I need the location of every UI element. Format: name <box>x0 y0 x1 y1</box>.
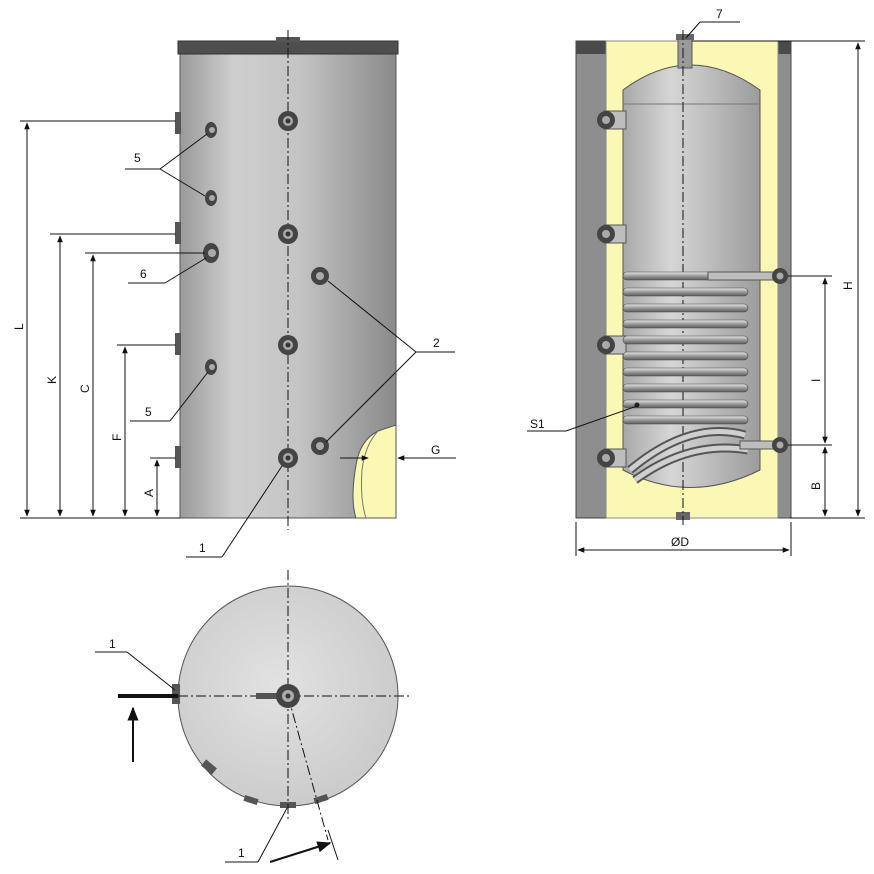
sensor-port <box>205 190 217 206</box>
dim-L: L <box>12 323 26 330</box>
pipe-connection <box>278 335 298 355</box>
heat-exchanger-coil <box>622 268 788 484</box>
front-view: 5 6 5 2 1 L K C F A G <box>12 30 456 558</box>
dim-K: K <box>45 376 59 384</box>
pipe-connection <box>278 111 298 131</box>
coil-connection <box>311 437 329 455</box>
callout-6: 6 <box>140 267 147 281</box>
dim-A: A <box>142 489 156 497</box>
coil-connection <box>311 267 329 285</box>
section-connection <box>597 224 627 244</box>
section-connection <box>597 448 627 468</box>
callout-1-top-b: 1 <box>238 846 245 860</box>
dim-D: ØD <box>671 535 689 549</box>
callout-2: 2 <box>433 336 440 350</box>
section-connection <box>597 335 627 355</box>
cutaway-section <box>352 424 397 519</box>
sensor-port <box>205 359 217 375</box>
callout-S1: S1 <box>530 417 545 431</box>
top-view: 1 1 <box>95 570 412 863</box>
pipe-connection <box>278 448 298 468</box>
dim-G: G <box>431 443 440 457</box>
dim-I: I <box>809 379 823 382</box>
dim-B: B <box>809 482 823 490</box>
port-6 <box>203 243 219 263</box>
sensor-port <box>205 122 217 138</box>
callout-1-top-a: 1 <box>109 637 116 651</box>
pipe-connection <box>278 224 298 244</box>
callout-5a: 5 <box>134 151 141 165</box>
dim-C: C <box>78 384 92 393</box>
callout-7: 7 <box>716 7 723 21</box>
section-view: 7 S1 H I B ØD <box>527 7 865 556</box>
callout-5b: 5 <box>145 405 152 419</box>
section-connection <box>597 110 627 130</box>
dim-H: H <box>841 281 855 290</box>
dim-F: F <box>110 434 124 441</box>
callout-1-front: 1 <box>199 541 206 555</box>
